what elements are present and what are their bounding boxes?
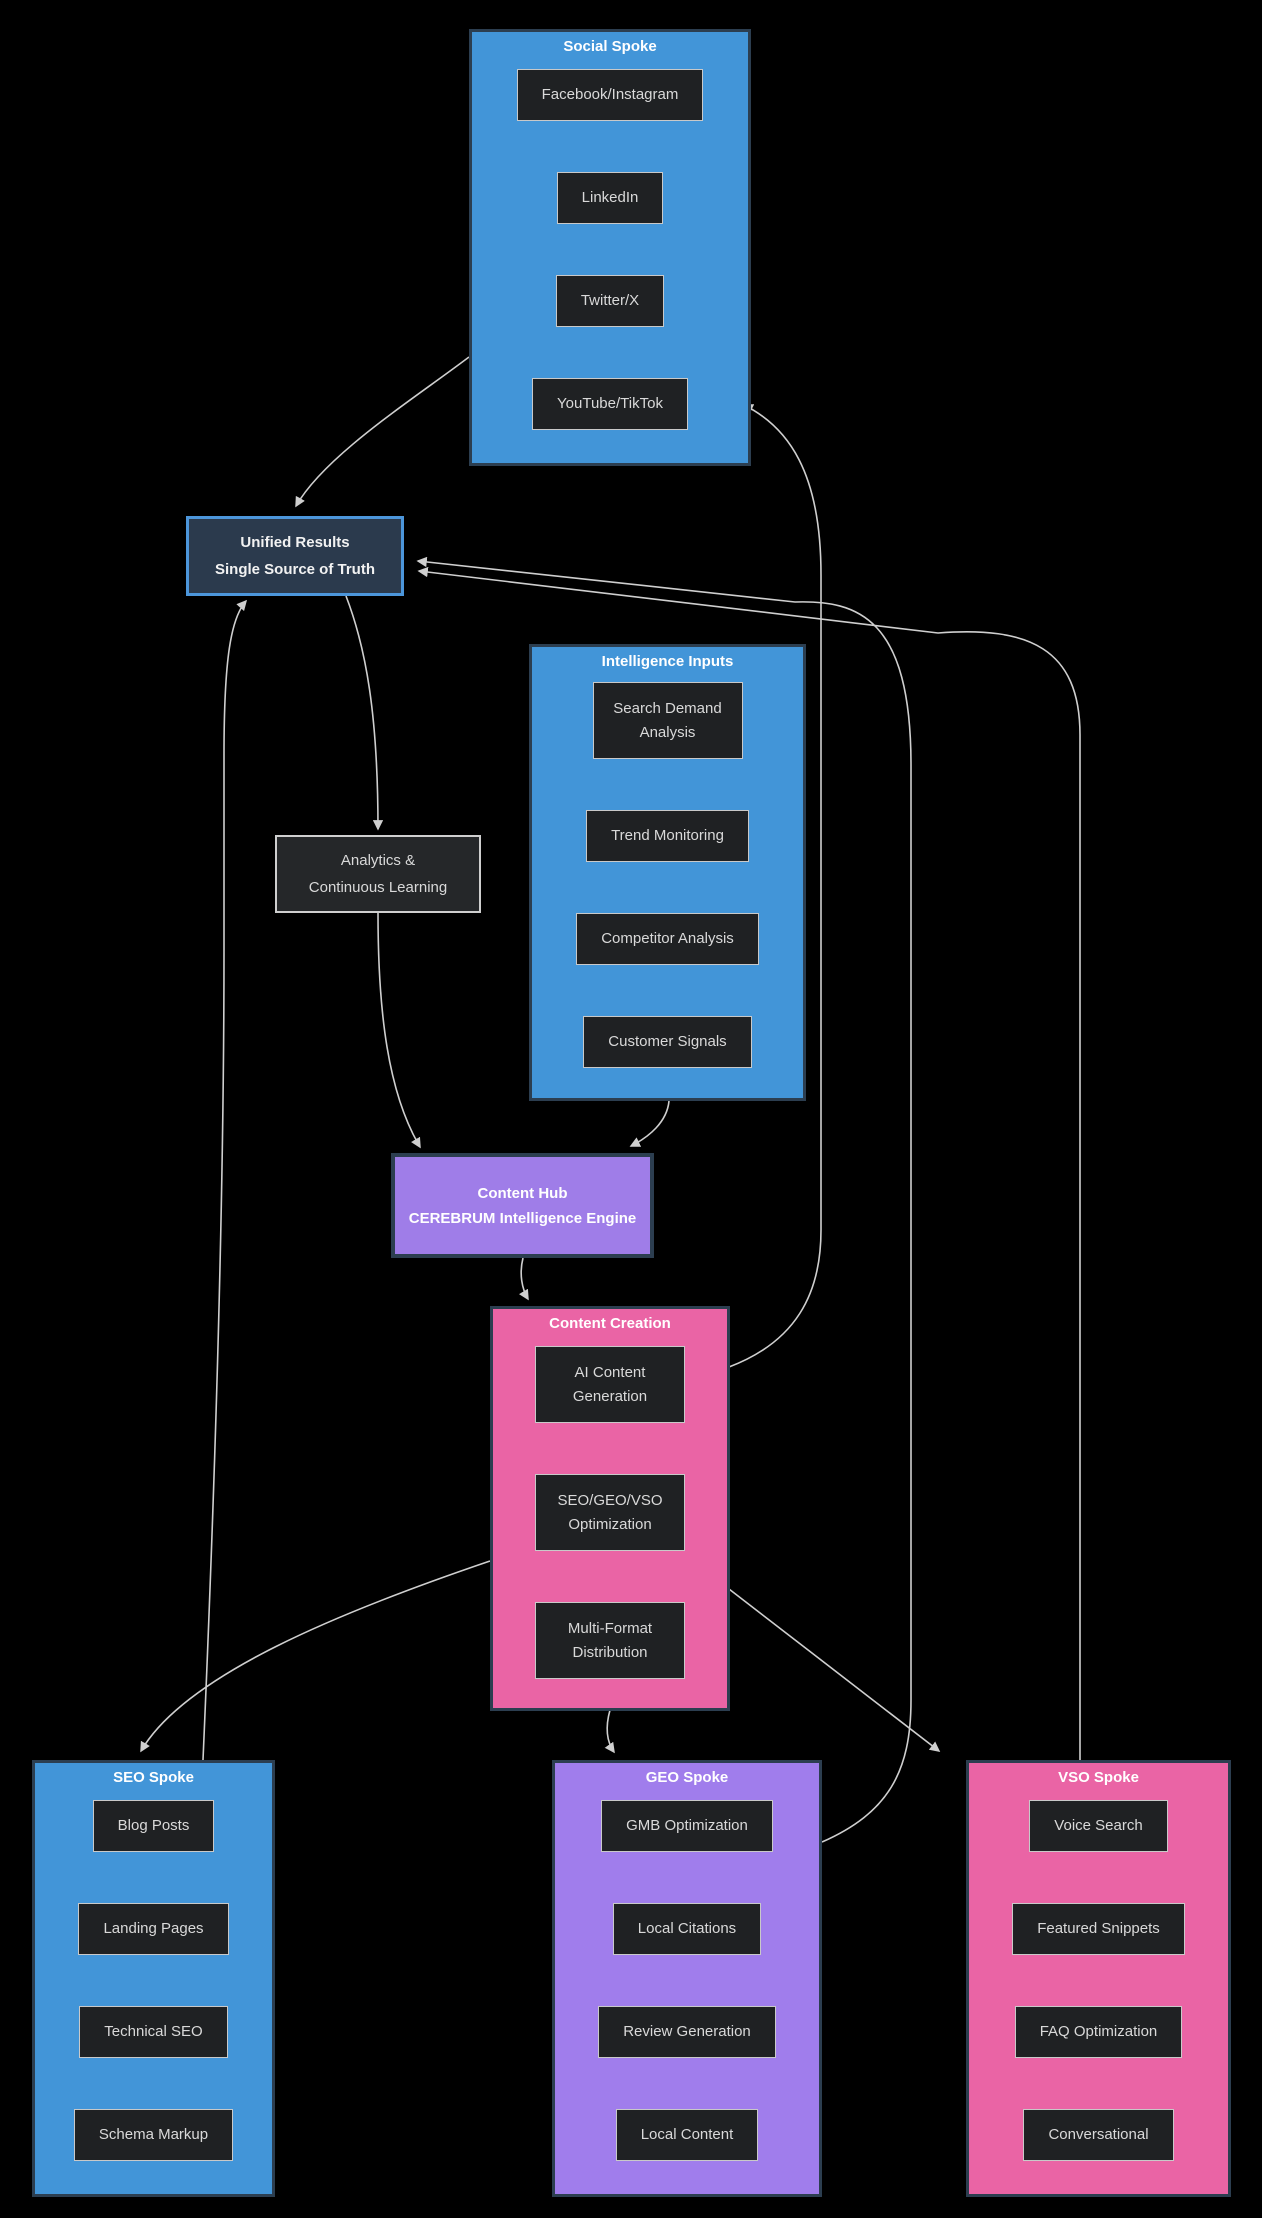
node-label: YouTube/TikTok xyxy=(557,395,663,412)
node-label: Twitter/X xyxy=(580,292,640,309)
cluster-title: Content Creation xyxy=(549,1315,671,1332)
node-featured-snippets: Featured Snippets xyxy=(1012,1903,1185,1955)
node-youtube-tiktok: YouTube/TikTok xyxy=(532,378,688,430)
node-competitor-analysis: Competitor Analysis xyxy=(576,913,759,965)
node-label: Blog Posts xyxy=(117,1817,190,1834)
node-label: Customer Signals xyxy=(608,1033,727,1050)
node-label: Technical SEO xyxy=(104,2023,203,2040)
node-label: Competitor Analysis xyxy=(601,930,734,947)
edge-intelligence-to-hub xyxy=(629,1100,670,1147)
cluster-seo-spoke: SEO Spoke Blog Posts Landing Pages Techn… xyxy=(32,1760,275,2197)
node-label: Trend Monitoring xyxy=(611,827,724,844)
node-multi-format-distribution: Multi-Format Distribution xyxy=(535,1602,685,1679)
node-label: Review Generation xyxy=(623,2023,751,2040)
cluster-items: Facebook/Instagram LinkedIn Twitter/X Yo… xyxy=(472,69,748,430)
cluster-vso-spoke: VSO Spoke Voice Search Featured Snippets… xyxy=(966,1760,1231,2197)
node-label: LinkedIn xyxy=(581,189,639,206)
node-label: Facebook/Instagram xyxy=(541,86,679,103)
node-review-generation: Review Generation xyxy=(598,2006,776,2058)
node-label: Multi-Format Distribution xyxy=(567,1619,653,1661)
node-unified-results: Unified Results Single Source of Truth xyxy=(186,516,404,596)
cluster-items: Search Demand Analysis Trend Monitoring … xyxy=(532,682,803,1068)
edge-creation-to-vso xyxy=(728,1588,941,1752)
node-label: GMB Optimization xyxy=(626,1817,748,1834)
cluster-items: Voice Search Featured Snippets FAQ Optim… xyxy=(969,1800,1228,2161)
node-label-line1: Unified Results xyxy=(240,534,350,551)
cluster-title: VSO Spoke xyxy=(1058,1769,1139,1786)
node-linkedin: LinkedIn xyxy=(556,172,664,224)
node-label: Featured Snippets xyxy=(1037,1920,1160,1937)
node-content-hub: Content Hub CEREBRUM Intelligence Engine xyxy=(391,1153,654,1258)
node-facebook-instagram: Facebook/Instagram xyxy=(516,69,704,121)
edge-creation-to-geo xyxy=(604,1709,615,1754)
node-label: Landing Pages xyxy=(103,1920,204,1937)
node-label: Search Demand Analysis xyxy=(613,699,722,741)
node-label: FAQ Optimization xyxy=(1039,2023,1158,2040)
node-conversational: Conversational xyxy=(1023,2109,1174,2161)
node-label-line2: CEREBRUM Intelligence Engine xyxy=(408,1209,637,1227)
node-label: Schema Markup xyxy=(98,2126,209,2143)
node-local-content: Local Content xyxy=(615,2109,759,2161)
node-label: Local Citations xyxy=(637,1920,737,1937)
node-local-citations: Local Citations xyxy=(612,1903,762,1955)
cluster-geo-spoke: GEO Spoke GMB Optimization Local Citatio… xyxy=(552,1760,822,2197)
node-label: Conversational xyxy=(1048,2126,1149,2143)
node-label-line1: Content Hub xyxy=(477,1184,568,1202)
node-gmb-optimization: GMB Optimization xyxy=(601,1800,773,1852)
cluster-items: GMB Optimization Local Citations Review … xyxy=(555,1800,819,2161)
node-label: SEO/GEO/VSO Optimization xyxy=(557,1491,663,1533)
node-label-line2: Single Source of Truth xyxy=(214,561,375,578)
node-analytics-continuous-learning: Analytics & Continuous Learning xyxy=(275,835,481,913)
node-label: Voice Search xyxy=(1054,1817,1143,1834)
node-technical-seo: Technical SEO xyxy=(79,2006,228,2058)
edge-geo-to-unified xyxy=(416,556,912,1843)
node-label: AI Content Generation xyxy=(572,1363,648,1405)
edge-creation-to-seo xyxy=(140,1560,491,1753)
cluster-social-spoke: Social Spoke Facebook/Instagram LinkedIn… xyxy=(469,29,751,466)
cluster-title: SEO Spoke xyxy=(113,1769,194,1786)
edge-seo-to-unified xyxy=(202,599,248,1761)
edge-hub-to-creation xyxy=(518,1257,529,1301)
node-label: Local Content xyxy=(640,2126,734,2143)
edge-analytics-to-hub xyxy=(377,912,421,1149)
edge-vso-to-unified xyxy=(417,566,1081,1760)
edge-creation-to-social xyxy=(728,404,822,1368)
node-label-line2: Continuous Learning xyxy=(308,879,448,896)
node-ai-content-generation: AI Content Generation xyxy=(535,1346,685,1423)
edge-social-to-unified xyxy=(295,356,470,508)
edge-unified-to-analytics xyxy=(345,595,384,831)
cluster-title: Intelligence Inputs xyxy=(601,653,734,670)
node-search-demand-analysis: Search Demand Analysis xyxy=(592,682,743,759)
node-faq-optimization: FAQ Optimization xyxy=(1014,2006,1183,2058)
cluster-title: Social Spoke xyxy=(563,38,657,55)
cluster-items: Blog Posts Landing Pages Technical SEO S… xyxy=(35,1800,272,2161)
node-voice-search: Voice Search xyxy=(1029,1800,1168,1852)
cluster-title: GEO Spoke xyxy=(645,1769,729,1786)
cluster-content-creation: Content Creation AI Content Generation S… xyxy=(490,1306,730,1711)
node-label-line1: Analytics & xyxy=(340,852,416,869)
node-twitter-x: Twitter/X xyxy=(555,275,665,327)
node-schema-markup: Schema Markup xyxy=(73,2109,234,2161)
node-blog-posts: Blog Posts xyxy=(92,1800,215,1852)
node-trend-monitoring: Trend Monitoring xyxy=(586,810,749,862)
node-landing-pages: Landing Pages xyxy=(78,1903,229,1955)
cluster-items: AI Content Generation SEO/GEO/VSO Optimi… xyxy=(493,1346,727,1679)
node-customer-signals: Customer Signals xyxy=(583,1016,752,1068)
cluster-intelligence-inputs: Intelligence Inputs Search Demand Analys… xyxy=(529,644,806,1101)
node-seo-geo-vso-optimization: SEO/GEO/VSO Optimization xyxy=(535,1474,685,1551)
